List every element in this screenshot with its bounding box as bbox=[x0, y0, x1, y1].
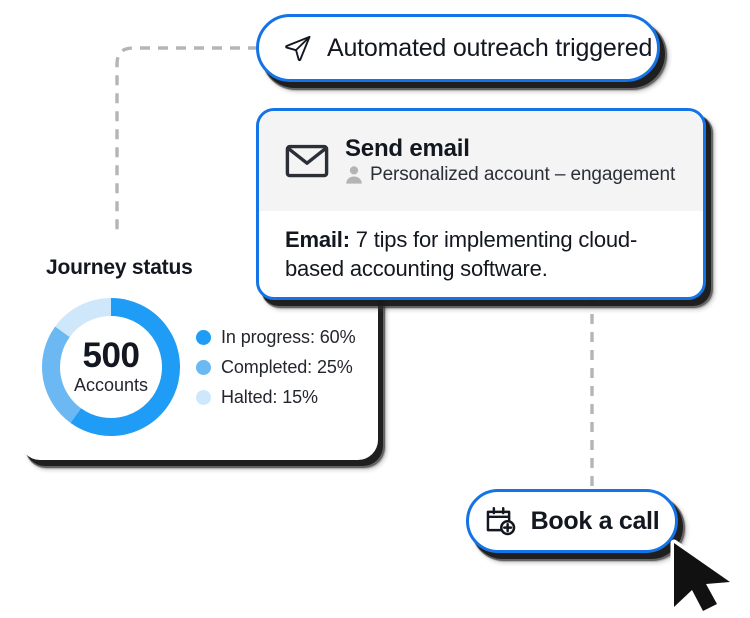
automated-outreach-label: Automated outreach triggered bbox=[327, 33, 653, 62]
send-email-audience: Personalized account – engagement bbox=[370, 163, 676, 185]
legend-label: Completed: 25% bbox=[221, 356, 353, 377]
donut-unit: Accounts bbox=[73, 374, 149, 395]
person-icon bbox=[346, 166, 362, 184]
legend-color-dot bbox=[196, 359, 211, 375]
send-email-title: Send email bbox=[345, 135, 470, 163]
send-email-card[interactable]: Send email Personalized account – engage… bbox=[256, 108, 706, 300]
legend-item: Completed: 25% bbox=[196, 357, 355, 378]
send-email-body-lead: Email: bbox=[285, 227, 350, 252]
donut-value: 500 bbox=[82, 335, 140, 375]
send-email-body: Email: 7 tips for implementing cloud-bas… bbox=[259, 211, 703, 283]
legend-label: Halted: 15% bbox=[221, 386, 318, 407]
automated-outreach-pill[interactable]: Automated outreach triggered bbox=[256, 14, 660, 82]
legend-label: In progress: 60% bbox=[221, 326, 356, 347]
donut-svg bbox=[42, 298, 180, 436]
journey-status-card: Journey status 500 Accounts In progress:… bbox=[20, 236, 378, 460]
legend-item: In progress: 60% bbox=[196, 326, 356, 348]
envelope-icon bbox=[285, 144, 329, 178]
book-a-call-label: Book a call bbox=[530, 506, 660, 535]
calendar-add-icon bbox=[486, 506, 515, 536]
send-paper-plane-icon bbox=[285, 35, 311, 62]
send-email-body-text: 7 tips for implementing cloud-based acco… bbox=[285, 227, 638, 282]
send-email-audience-row: Personalized account – engagement bbox=[345, 164, 675, 186]
legend-item: Halted: 15% bbox=[196, 387, 355, 408]
book-a-call-button[interactable]: Book a call bbox=[466, 489, 678, 553]
journey-status-content: 500 Accounts In progress: 60% Completed: … bbox=[38, 294, 356, 440]
journey-donut-chart: 500 Accounts bbox=[38, 294, 184, 440]
legend-color-dot bbox=[196, 329, 211, 345]
journey-status-title: Journey status bbox=[46, 256, 193, 279]
donut-slice bbox=[42, 326, 82, 423]
donut-slice bbox=[55, 298, 112, 338]
send-email-header-text: Send email Personalized account – engage… bbox=[345, 135, 675, 186]
mouse-pointer-icon bbox=[670, 539, 734, 615]
journey-legend: In progress: 60% Completed: 25% Halted: 15… bbox=[196, 326, 356, 408]
donut-slice bbox=[70, 298, 180, 436]
legend-color-dot bbox=[196, 389, 211, 405]
send-email-header: Send email Personalized account – engage… bbox=[259, 111, 703, 211]
connector-outreach-to-journey bbox=[115, 46, 258, 252]
donut-center-label: 500 Accounts bbox=[38, 294, 184, 440]
